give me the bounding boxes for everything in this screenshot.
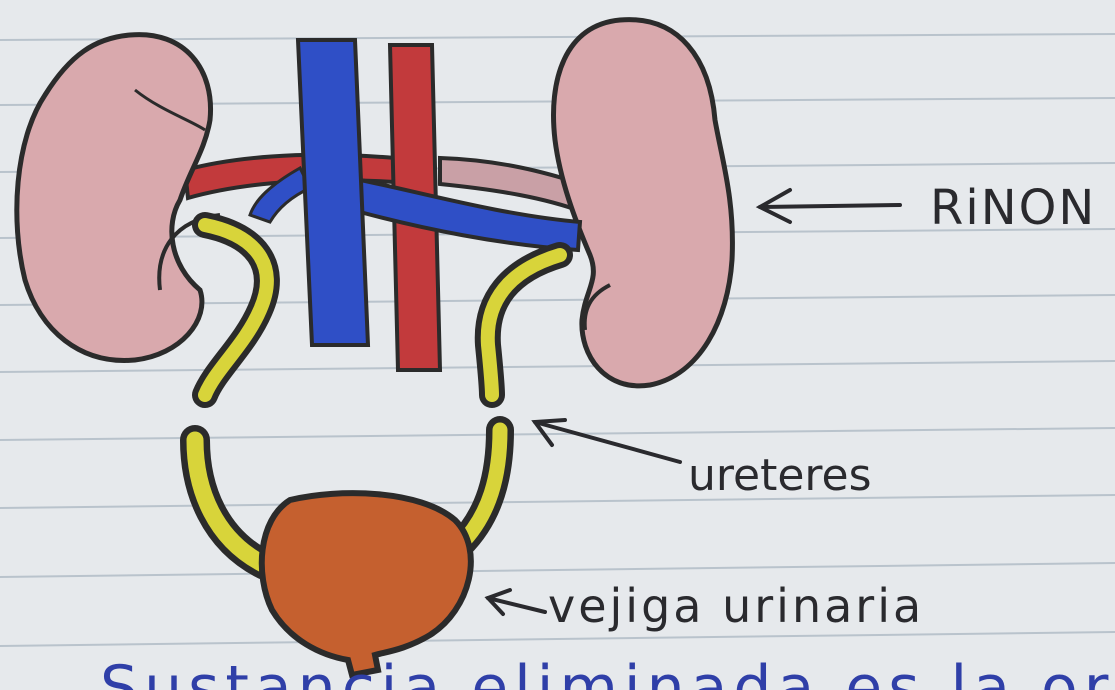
vena-cava — [298, 40, 368, 345]
bladder-arrow — [488, 590, 545, 614]
ureters-arrow — [535, 420, 680, 462]
bottom-line-text: Sustancia eliminada es la orina — [100, 653, 1115, 690]
kidney-arrow — [760, 190, 900, 222]
kidney-label: RiNON — [930, 180, 1096, 236]
bladder — [262, 493, 471, 675]
bladder-label: vejiga urinaria — [548, 579, 924, 633]
ureters-label: ureteres — [688, 450, 872, 501]
right-kidney — [554, 20, 733, 386]
left-kidney — [17, 35, 211, 361]
